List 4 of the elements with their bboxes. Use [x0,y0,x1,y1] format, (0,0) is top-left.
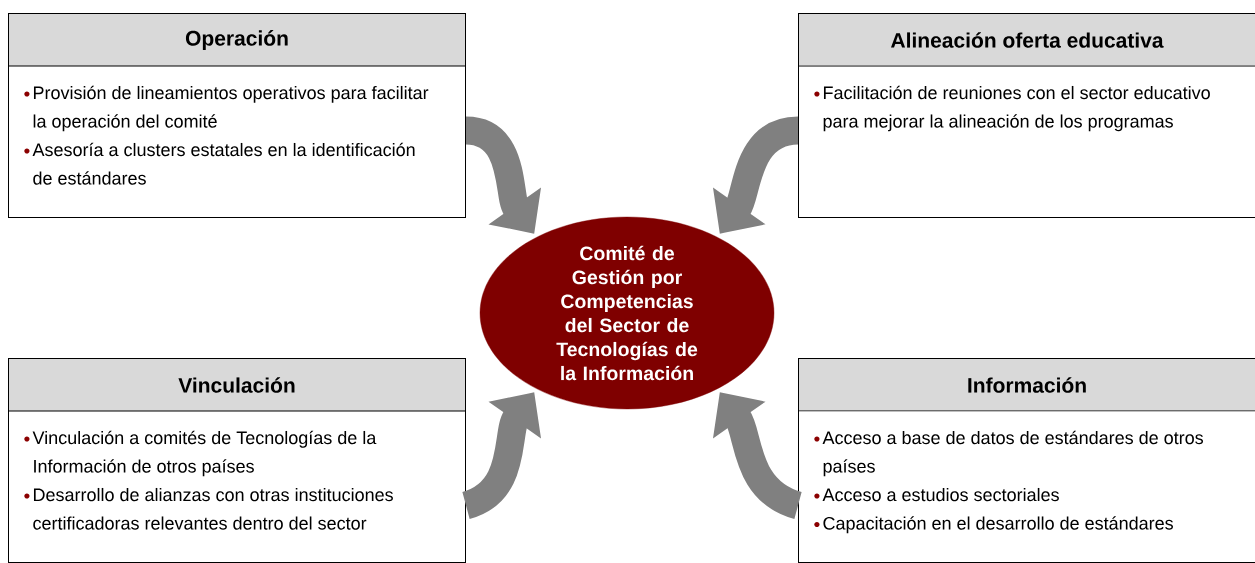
panel-box: Vinculación Vinculación a comités de Tecnologías de la Información de otros países Desarrollo de alianzas con otras instituciones certificadoras relevantes dentro del sector [7,358,466,563]
panel-box: Operación Provisión de lineamientos operativos para facilitar la operación del comité Asesoría a clusters estatales en la identificación de estándares [7,13,466,218]
panel-box: Alineación oferta educativa Facilitación de reuniones con el sector educativo para mejorar la alineación de los programas [797,13,1255,218]
panel-box: Información Acceso a base de datos de estándares de otros países Acceso a estudios sectoriales Capacitación en el desarrollo de estándares [797,358,1255,563]
